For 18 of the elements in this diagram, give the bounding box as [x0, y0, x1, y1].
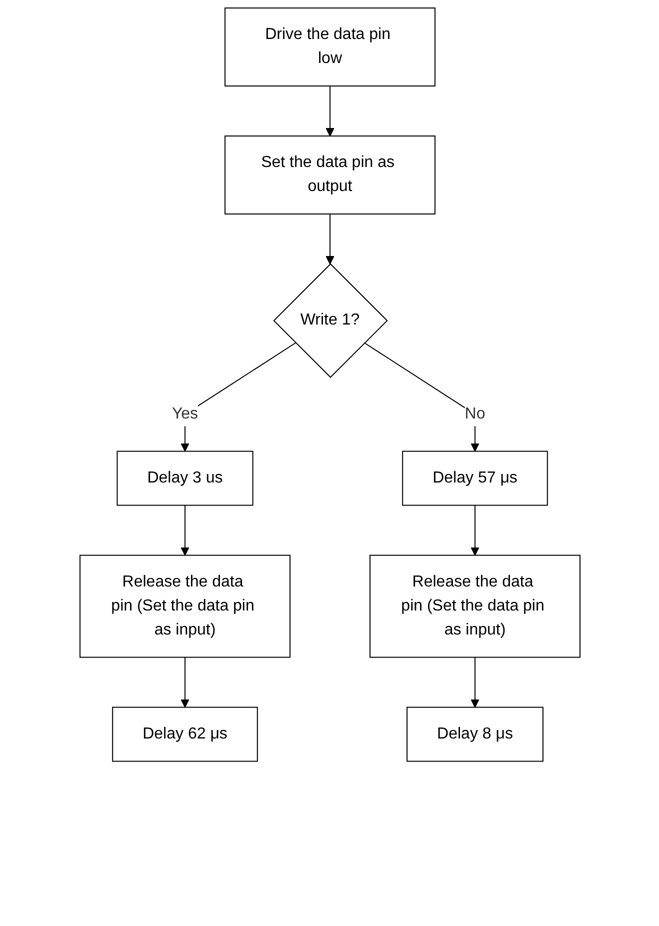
node-box: Release the data pin (Set the data pin as input)	[369, 554, 580, 658]
node-box: Delay 3 us	[116, 450, 253, 506]
node-diamond: Write 1?	[272, 263, 388, 378]
node-box: Delay 8 μs	[406, 706, 543, 762]
node-box: Delay 57 μs	[402, 450, 548, 506]
arrow	[325, 86, 334, 136]
node-box: Delay 62 μs	[112, 706, 258, 762]
edge-label: Yes	[171, 405, 198, 422]
edge-label: No	[464, 405, 485, 422]
node-box: Set the data pin as output	[224, 136, 435, 214]
arrow	[470, 656, 479, 708]
arrow	[325, 214, 334, 264]
node-box: Drive the data pin low	[224, 8, 435, 86]
arrow	[180, 504, 189, 556]
arrow	[470, 504, 479, 556]
arrow	[363, 342, 479, 452]
node-box: Release the data pin (Set the data pin as input)	[79, 554, 290, 658]
arrow	[180, 656, 189, 708]
